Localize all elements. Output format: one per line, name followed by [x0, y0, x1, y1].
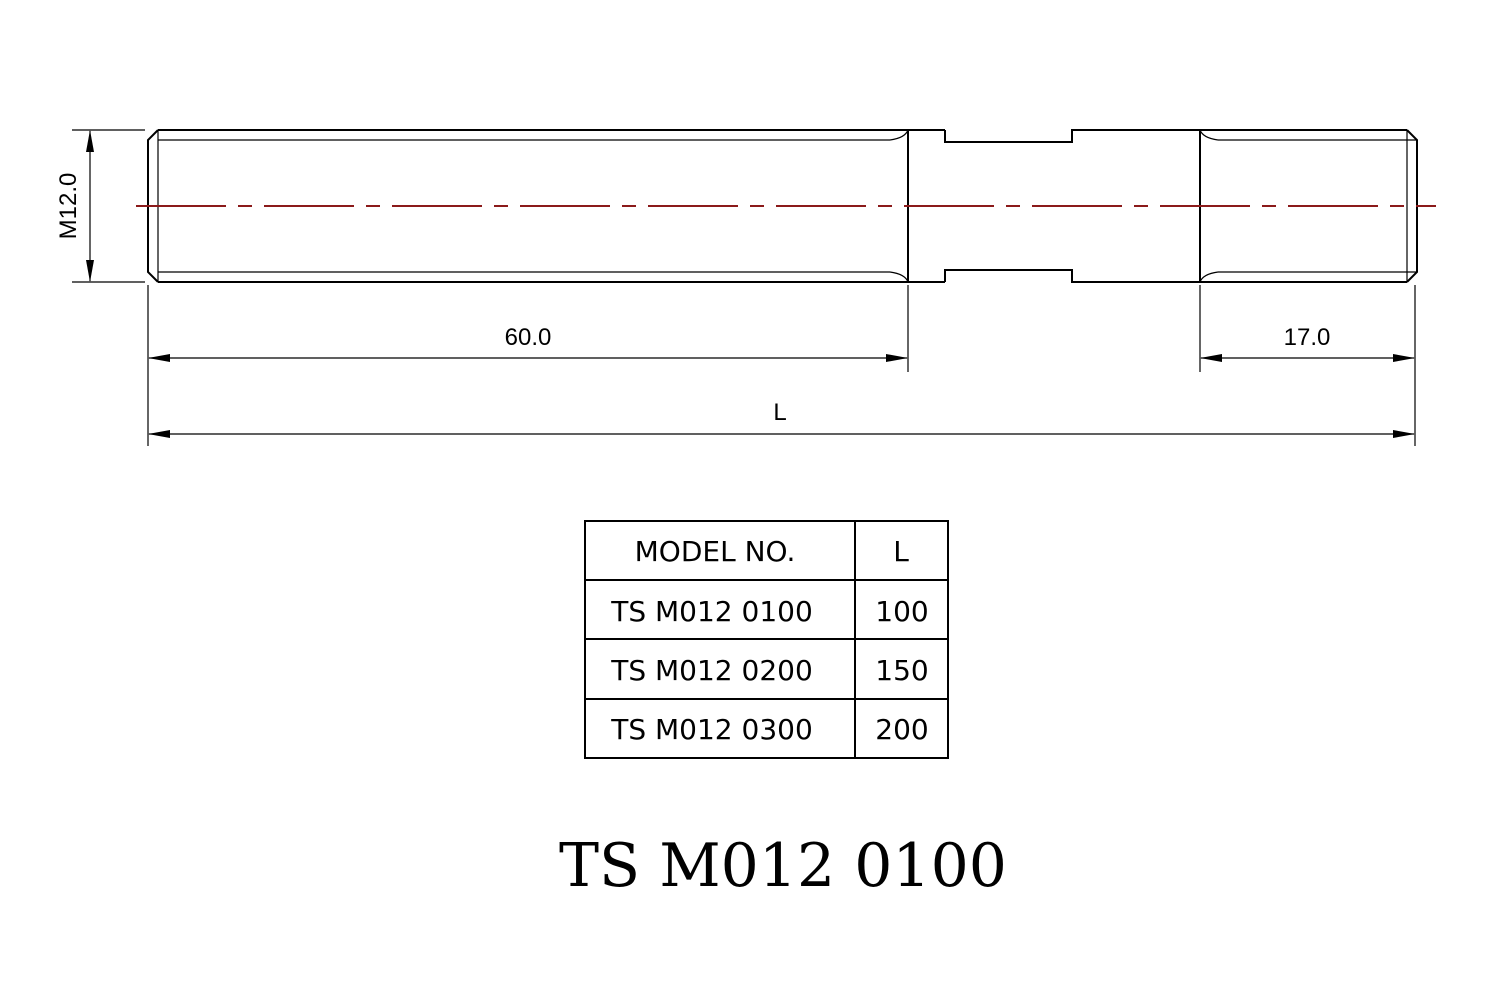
table-header-model: MODEL NO. — [635, 535, 796, 568]
thread-right-dimension: 17.0 — [1200, 324, 1415, 362]
groove-bottom — [944, 269, 1200, 283]
table-cell-length: 200 — [875, 713, 928, 746]
overall-length-dimension: L — [148, 399, 1415, 438]
right-end-outline — [1406, 129, 1418, 283]
thread-runout-bottom-left — [889, 271, 909, 283]
stud-body — [147, 129, 1418, 283]
part-number-title: TS M012 0100 — [559, 831, 1007, 901]
table-cell-length: 100 — [875, 595, 928, 628]
table-cell-model: TS M012 0200 — [610, 654, 813, 687]
groove-top — [944, 129, 1200, 143]
diameter-label: M12.0 — [55, 173, 82, 240]
table-header-length: L — [893, 535, 909, 568]
thread-runout-top-left — [889, 129, 909, 141]
thread-right-label: 17.0 — [1284, 324, 1331, 351]
thread-left-label: 60.0 — [505, 324, 552, 351]
thread-runout-bottom-right — [1199, 271, 1219, 283]
thread-left-dimension: 60.0 — [148, 324, 908, 362]
table-cell-length: 150 — [875, 654, 928, 687]
model-table: MODEL NO. L TS M012 0100 100 TS M012 020… — [584, 520, 949, 759]
table-cell-model: TS M012 0100 — [610, 595, 813, 628]
diameter-dimension: M12.0 — [55, 129, 145, 283]
overall-length-label: L — [773, 399, 786, 426]
table-cell-model: TS M012 0300 — [610, 713, 813, 746]
thread-runout-top-right — [1199, 129, 1219, 141]
